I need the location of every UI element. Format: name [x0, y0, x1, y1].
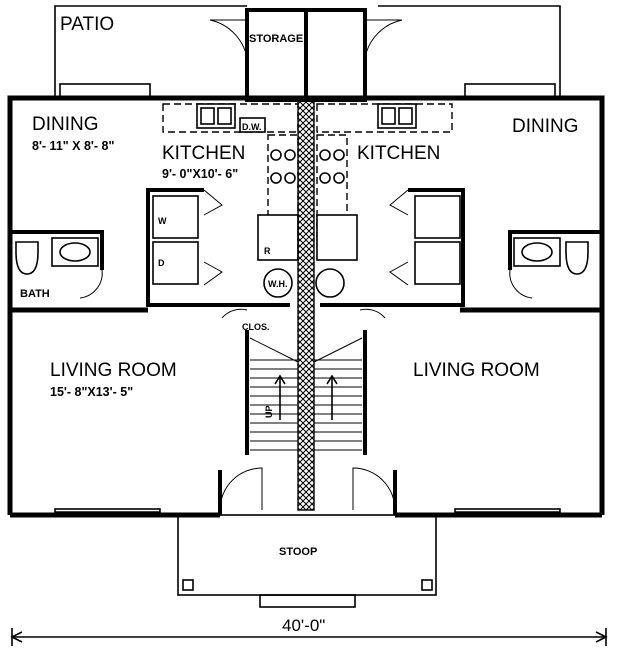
patio [54, 5, 561, 102]
bath-right [508, 230, 602, 299]
bath-left [10, 230, 104, 299]
washer-label: W [158, 216, 167, 226]
stoop [177, 514, 437, 608]
patio-label: PATIO [60, 14, 114, 35]
laundry-left [146, 188, 223, 307]
overall-dimension-label: 40'-0" [282, 616, 325, 635]
refrigerator-label: R [264, 246, 271, 256]
living-right-label: LIVING ROOM [413, 360, 540, 381]
bath-label: BATH [20, 288, 50, 300]
dishwasher-label: D.W. [242, 122, 262, 132]
party-wall [297, 97, 315, 511]
entry-doors [218, 467, 397, 515]
living-left-label: LIVING ROOM [50, 360, 177, 381]
exterior-walls [7, 95, 605, 518]
water-heater-label: W.H. [268, 279, 288, 289]
stairs [245, 330, 367, 455]
closet-label: CLOS. [242, 322, 270, 332]
dining-left-label: DINING [32, 114, 99, 135]
laundry-right [389, 188, 465, 307]
stoop-label: STOOP [279, 546, 317, 558]
dryer-label: D [158, 258, 165, 268]
dining-right-label: DINING [512, 116, 579, 137]
dining-left-dimensions: 8'- 11" X 8'- 8" [32, 139, 114, 153]
dimension-line [10, 628, 608, 646]
stairs-up-label: UP [264, 405, 274, 418]
kitchen-left-label: KITCHEN [162, 143, 245, 164]
living-left-dimensions: 15'- 8"X13'- 5" [50, 385, 133, 399]
utility-core [204, 268, 408, 319]
kitchen-right-label: KITCHEN [357, 143, 440, 164]
kitchen-right [316, 103, 453, 261]
kitchen-left [162, 103, 299, 261]
storage-label: STORAGE [249, 33, 303, 45]
kitchen-left-dimensions: 9'- 0"X10'- 6" [162, 167, 238, 181]
